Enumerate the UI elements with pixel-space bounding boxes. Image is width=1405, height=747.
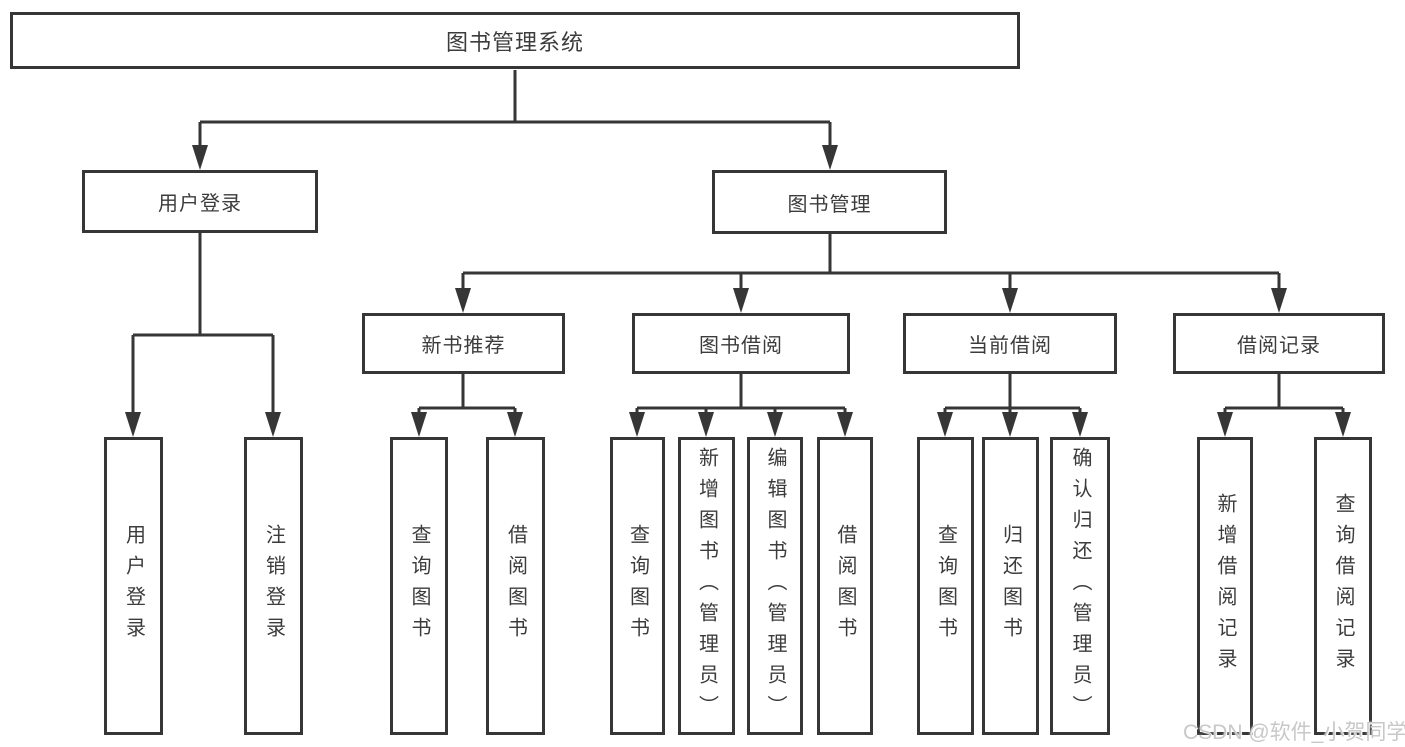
leaf-confirm-return-admin: 确认归还（管理员） [1050,437,1110,735]
node-user-login: 用户登录 [82,170,318,233]
leaf-borrow-books-borrowing: 借阅图书 [817,437,873,735]
node-current-borrowing: 当前借阅 [903,313,1117,374]
node-user-login-label: 用户登录 [158,193,242,215]
leaf-query-books-current: 查询图书 [917,437,974,735]
leaf-borrow-books-recommend-label: 借阅图书 [504,524,527,648]
leaf-add-borrow-record-label: 新增借阅记录 [1214,493,1236,679]
leaf-query-borrow-record-label: 查询借阅记录 [1332,493,1354,679]
leaf-add-book-admin-label: 新增图书（管理员） [695,446,718,726]
leaf-logout-label: 注销登录 [262,524,285,648]
leaf-user-login-label: 用户登录 [122,524,145,648]
leaf-add-book-admin: 新增图书（管理员） [678,437,735,735]
leaf-query-books-borrowing: 查询图书 [610,437,665,735]
node-borrowing-records: 借阅记录 [1173,313,1385,374]
node-new-book-recommend-label: 新书推荐 [421,335,506,357]
node-root-library-system: 图书管理系统 [10,12,1020,69]
node-root-label: 图书管理系统 [445,29,584,55]
node-book-management-label: 图书管理 [787,193,872,216]
leaf-query-books-borrowing-label: 查询图书 [626,524,649,648]
leaf-return-book: 归还图书 [982,437,1039,735]
leaf-edit-book-admin-label: 编辑图书（管理员） [764,446,786,726]
watermark: CSDN @软件_小贺同学 [1183,721,1405,744]
leaf-edit-book-admin: 编辑图书（管理员） [747,437,803,735]
leaf-user-login: 用户登录 [104,437,163,735]
node-book-management: 图书管理 [712,170,947,234]
node-book-borrowing-label: 图书借阅 [699,335,783,357]
leaf-borrow-books-recommend: 借阅图书 [486,437,545,735]
leaf-confirm-return-admin-label: 确认归还（管理员） [1069,446,1091,726]
node-borrowing-records-label: 借阅记录 [1237,335,1321,357]
leaf-query-books-recommend-label: 查询图书 [408,524,430,648]
node-new-book-recommend: 新书推荐 [362,313,565,374]
node-current-borrowing-label: 当前借阅 [968,335,1052,357]
leaf-borrow-books-borrowing-label: 借阅图书 [834,524,856,648]
node-book-borrowing: 图书借阅 [632,313,850,374]
leaf-query-borrow-record: 查询借阅记录 [1314,437,1372,735]
leaf-logout: 注销登录 [244,437,303,735]
leaf-query-books-current-label: 查询图书 [934,524,957,648]
leaf-add-borrow-record: 新增借阅记录 [1197,437,1253,735]
leaf-return-book-label: 归还图书 [999,524,1022,648]
leaf-query-books-recommend: 查询图书 [390,437,448,735]
